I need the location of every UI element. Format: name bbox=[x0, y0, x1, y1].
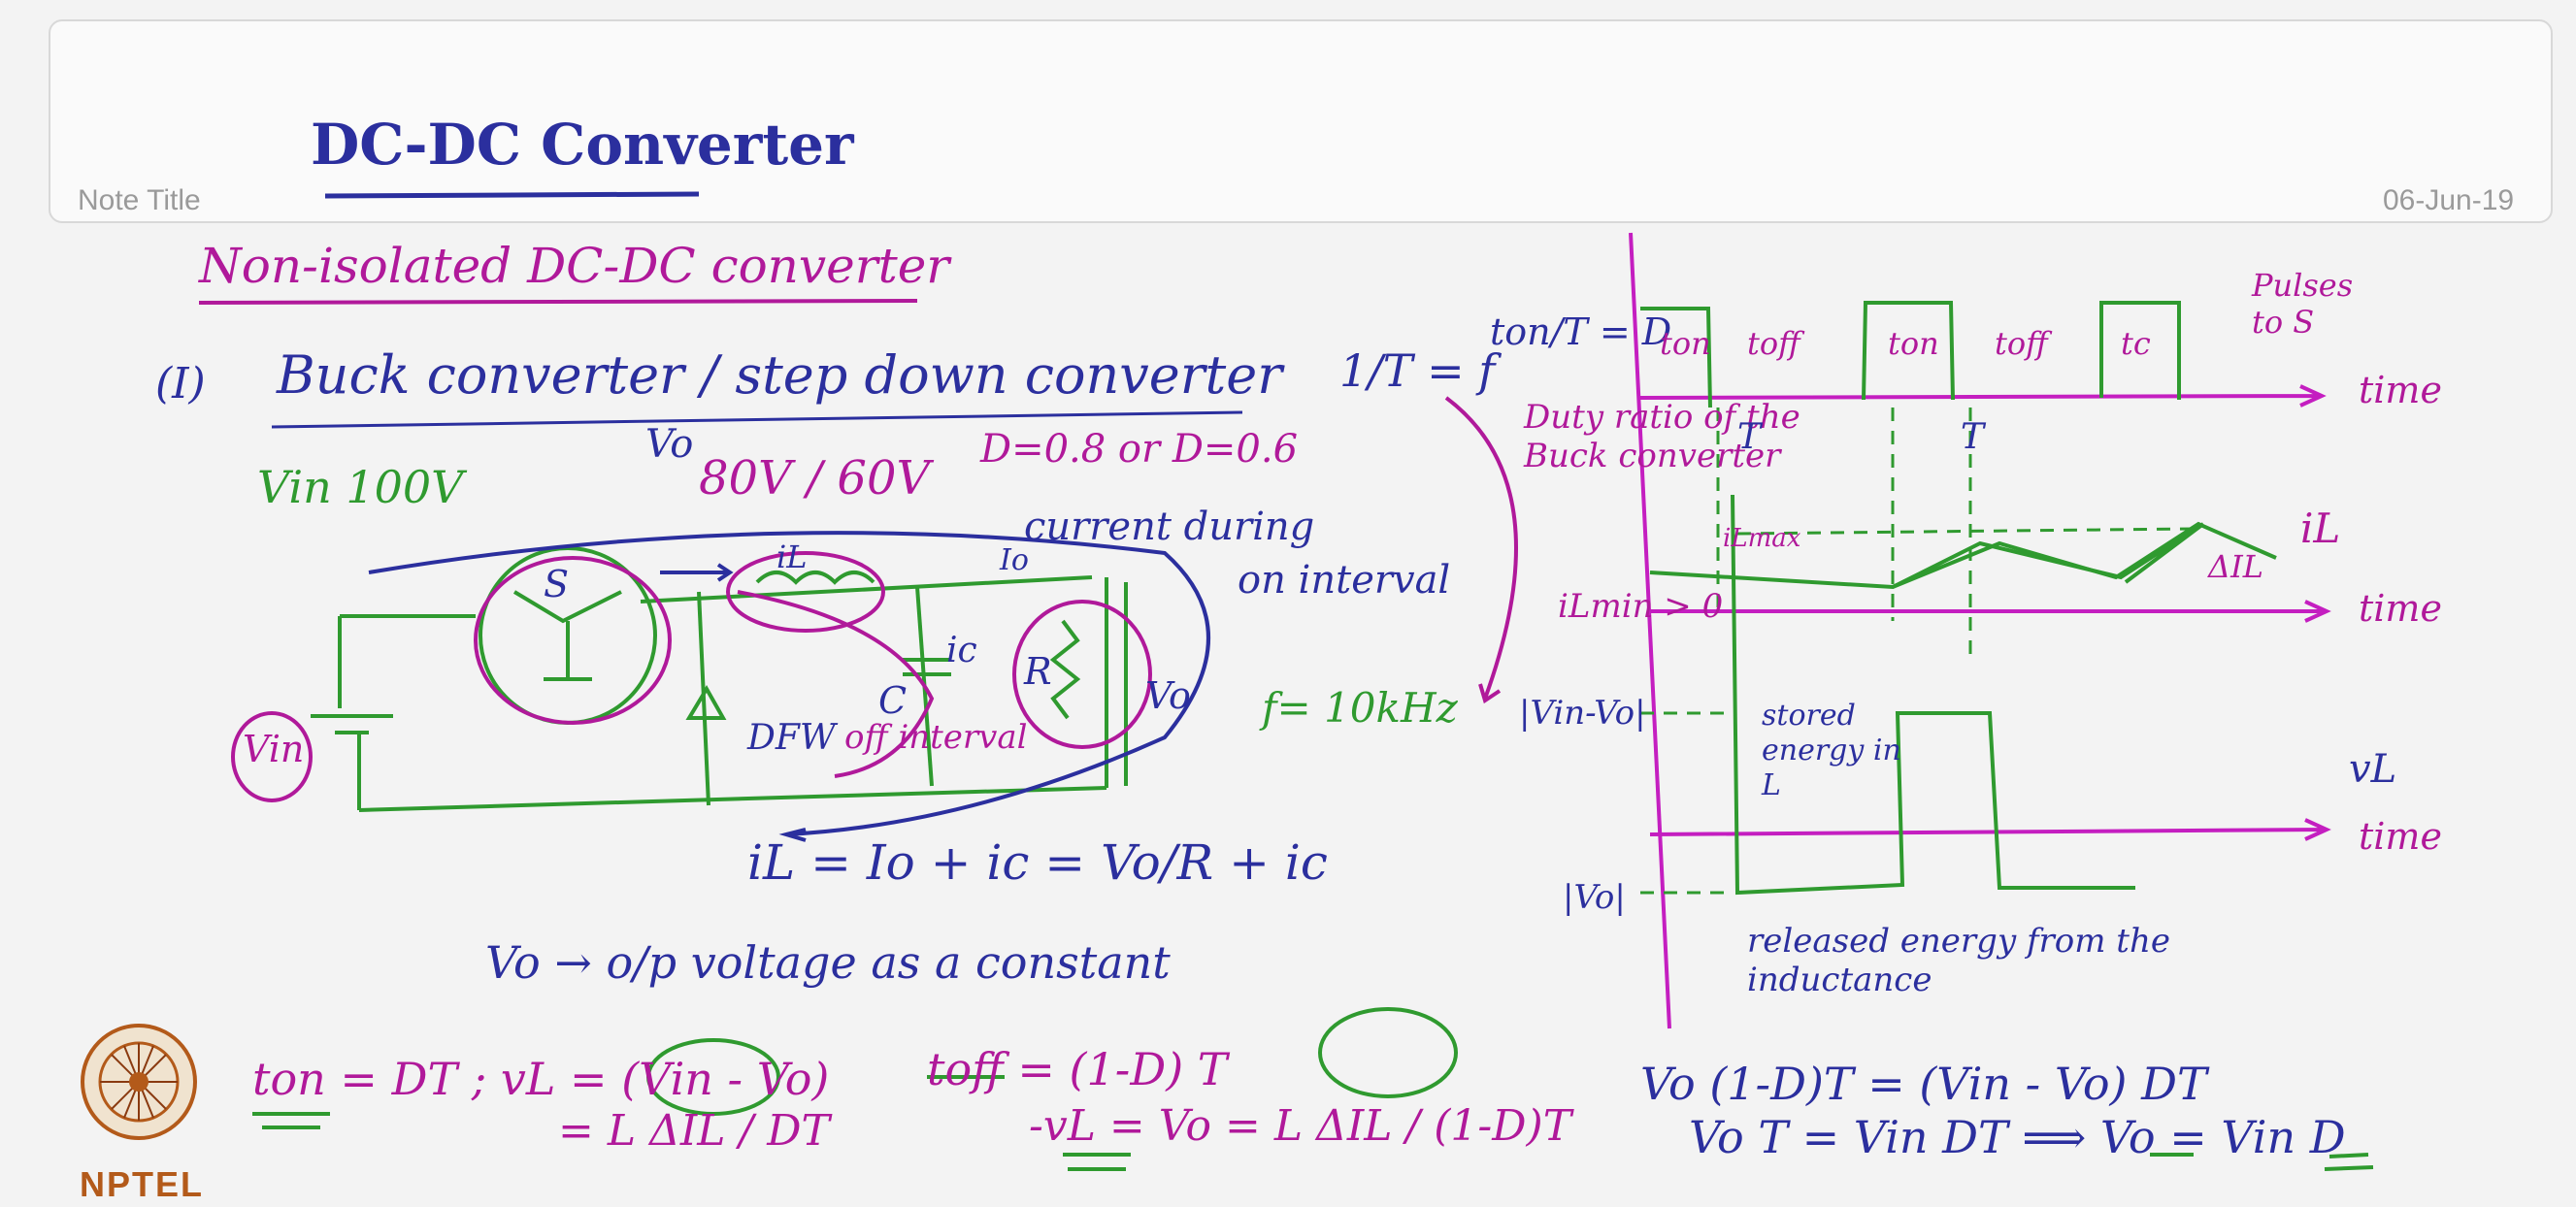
freq-relation: 1/T = f bbox=[1339, 344, 1496, 397]
vin-line: Vin 100V bbox=[257, 461, 464, 513]
note-date: 06-Jun-19 bbox=[2383, 184, 2515, 216]
diode-label: DFW bbox=[747, 718, 836, 758]
result-equation-2: Vo T = Vin DT ⟹ Vo = Vin D bbox=[1689, 1111, 2346, 1163]
freq-arrow bbox=[1444, 396, 1518, 704]
ic-label: ic bbox=[946, 631, 977, 670]
toff-label-2: toff bbox=[1995, 325, 2048, 362]
buck-circuit bbox=[311, 546, 1128, 812]
item-number: (I) bbox=[155, 359, 206, 408]
equation-highlights bbox=[646, 1007, 1458, 1116]
nptel-logo-text: NPTEL bbox=[80, 1164, 205, 1204]
off-interval: off interval bbox=[844, 718, 1028, 757]
period-label-2: T bbox=[1961, 417, 1985, 457]
vo-side-label: Vo bbox=[1145, 674, 1191, 717]
il-label: iL bbox=[776, 538, 808, 575]
vo-line: 80V / 60V bbox=[699, 451, 931, 506]
gate-pulses bbox=[1640, 301, 2277, 896]
ton-equation-2: = L ΔIL / DT bbox=[558, 1106, 830, 1156]
time-axis-2: time bbox=[2359, 587, 2442, 630]
nptel-logo-icon bbox=[81, 1024, 197, 1140]
time-axis-1: time bbox=[2359, 369, 2442, 411]
note-title-label: Note Title bbox=[78, 184, 201, 216]
pulses-label: Pulses to S bbox=[2252, 267, 2354, 341]
vl-axis-label: vL bbox=[2349, 747, 2397, 792]
on-interval: on interval bbox=[1238, 558, 1451, 603]
ton-label: ton bbox=[1660, 325, 1711, 362]
duty-values: D=0.8 or D=0.6 bbox=[980, 427, 1299, 472]
current-during: current during bbox=[1024, 505, 1315, 549]
vo-constant: Vo → o/p voltage as a constant bbox=[485, 936, 1171, 989]
io-label: Io bbox=[1000, 543, 1029, 577]
title-underline bbox=[324, 191, 700, 199]
current-loop-arrows bbox=[368, 531, 1210, 842]
toff-label: toff bbox=[1747, 325, 1800, 362]
waveform-markers bbox=[1640, 408, 2195, 895]
res-label: R bbox=[1024, 650, 1052, 693]
duty-definition: ton/T = D bbox=[1490, 310, 1672, 353]
duty-description: Duty ratio of the Buck converter bbox=[1524, 398, 1800, 475]
stored-energy: stored energy in L bbox=[1762, 699, 1901, 802]
freq-value: f= 10kHz bbox=[1262, 684, 1458, 732]
released-energy: released energy from the inductance bbox=[1747, 922, 2170, 999]
ton-label-2: ton bbox=[1888, 325, 1939, 362]
kcl-equation: iL = Io + ic = Vo/R + ic bbox=[747, 834, 1328, 891]
vin-minus-vo: |Vin-Vo| bbox=[1519, 694, 1646, 733]
equation-underlines bbox=[252, 1075, 2374, 1171]
circuit-annotations bbox=[231, 551, 1152, 802]
switch-label: S bbox=[544, 563, 570, 605]
note-title-bar bbox=[49, 19, 2553, 223]
il-min-label: iLmin > 0 bbox=[1558, 587, 1724, 626]
toff-equation: toff = (1-D) T bbox=[927, 1043, 1228, 1095]
result-equation-1: Vo (1-D)T = (Vin - Vo) DT bbox=[1640, 1058, 2207, 1110]
subheading-underline bbox=[271, 410, 1243, 429]
time-axis-3: time bbox=[2359, 815, 2442, 858]
heading-underline bbox=[198, 299, 918, 305]
il-axis-label: iL bbox=[2300, 505, 2341, 552]
vo-level: |Vo| bbox=[1563, 878, 1626, 917]
toff-equation-2: -vL = Vo = L ΔIL / (1-D)T bbox=[1029, 1101, 1572, 1151]
heading: Non-isolated DC-DC converter bbox=[199, 238, 950, 294]
delta-il-label: ΔIL bbox=[2208, 548, 2263, 585]
tc-label: tc bbox=[2121, 325, 2151, 362]
cap-label: C bbox=[878, 679, 908, 722]
period-label: T bbox=[1737, 417, 1762, 457]
ton-equation: ton = DT ; vL = (Vin - Vo) bbox=[252, 1053, 830, 1105]
il-max-label: iLmax bbox=[1723, 524, 1801, 553]
vin-source: Vin bbox=[243, 728, 305, 770]
page-title: DC-DC Converter bbox=[311, 112, 854, 178]
vo-label: Vo bbox=[645, 422, 694, 467]
waveform-axes bbox=[1629, 232, 2331, 1029]
subheading: Buck converter / step down converter bbox=[277, 344, 1283, 406]
